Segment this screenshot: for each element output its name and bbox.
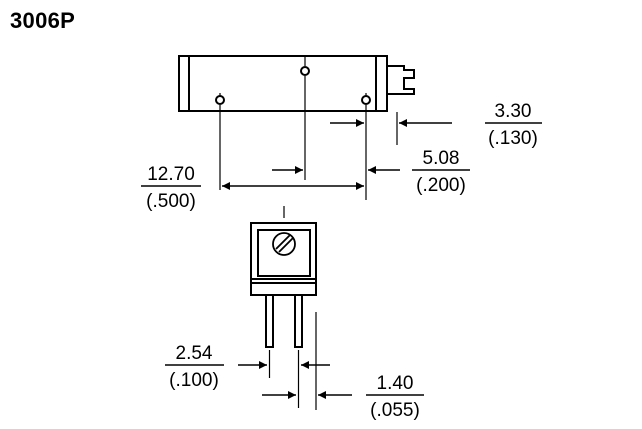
pin-right <box>294 294 303 348</box>
pin-hole-right <box>361 95 371 105</box>
dim-5-08-mm: 5.08 <box>423 148 460 169</box>
dim-3-30-mm: 3.30 <box>495 101 532 122</box>
pin-hole-center <box>300 66 310 76</box>
top-view-body <box>178 55 415 112</box>
pin-left <box>265 294 274 348</box>
dimension-leader-lines <box>141 122 542 396</box>
center-lines <box>219 56 398 200</box>
pin-hole-left <box>215 95 225 105</box>
terminal-pins <box>265 294 303 348</box>
front-view-body <box>250 222 317 296</box>
dim-2-54-mm: 2.54 <box>176 343 213 364</box>
dim-5-08-inch: (.200) <box>416 175 466 196</box>
dim-3-30-inch: (.130) <box>488 128 538 149</box>
dim-12-70-mm: 12.70 <box>147 164 195 185</box>
pin-extension-lines <box>268 312 317 410</box>
dim-12-70-inch: (.500) <box>146 191 196 212</box>
adjust-screw <box>272 232 296 256</box>
dim-1-40-inch: (.055) <box>370 400 420 421</box>
dim-2-54-inch: (.100) <box>169 370 219 391</box>
dim-1-40-mm: 1.40 <box>377 373 414 394</box>
part-number-title: 3006P <box>10 8 76 33</box>
